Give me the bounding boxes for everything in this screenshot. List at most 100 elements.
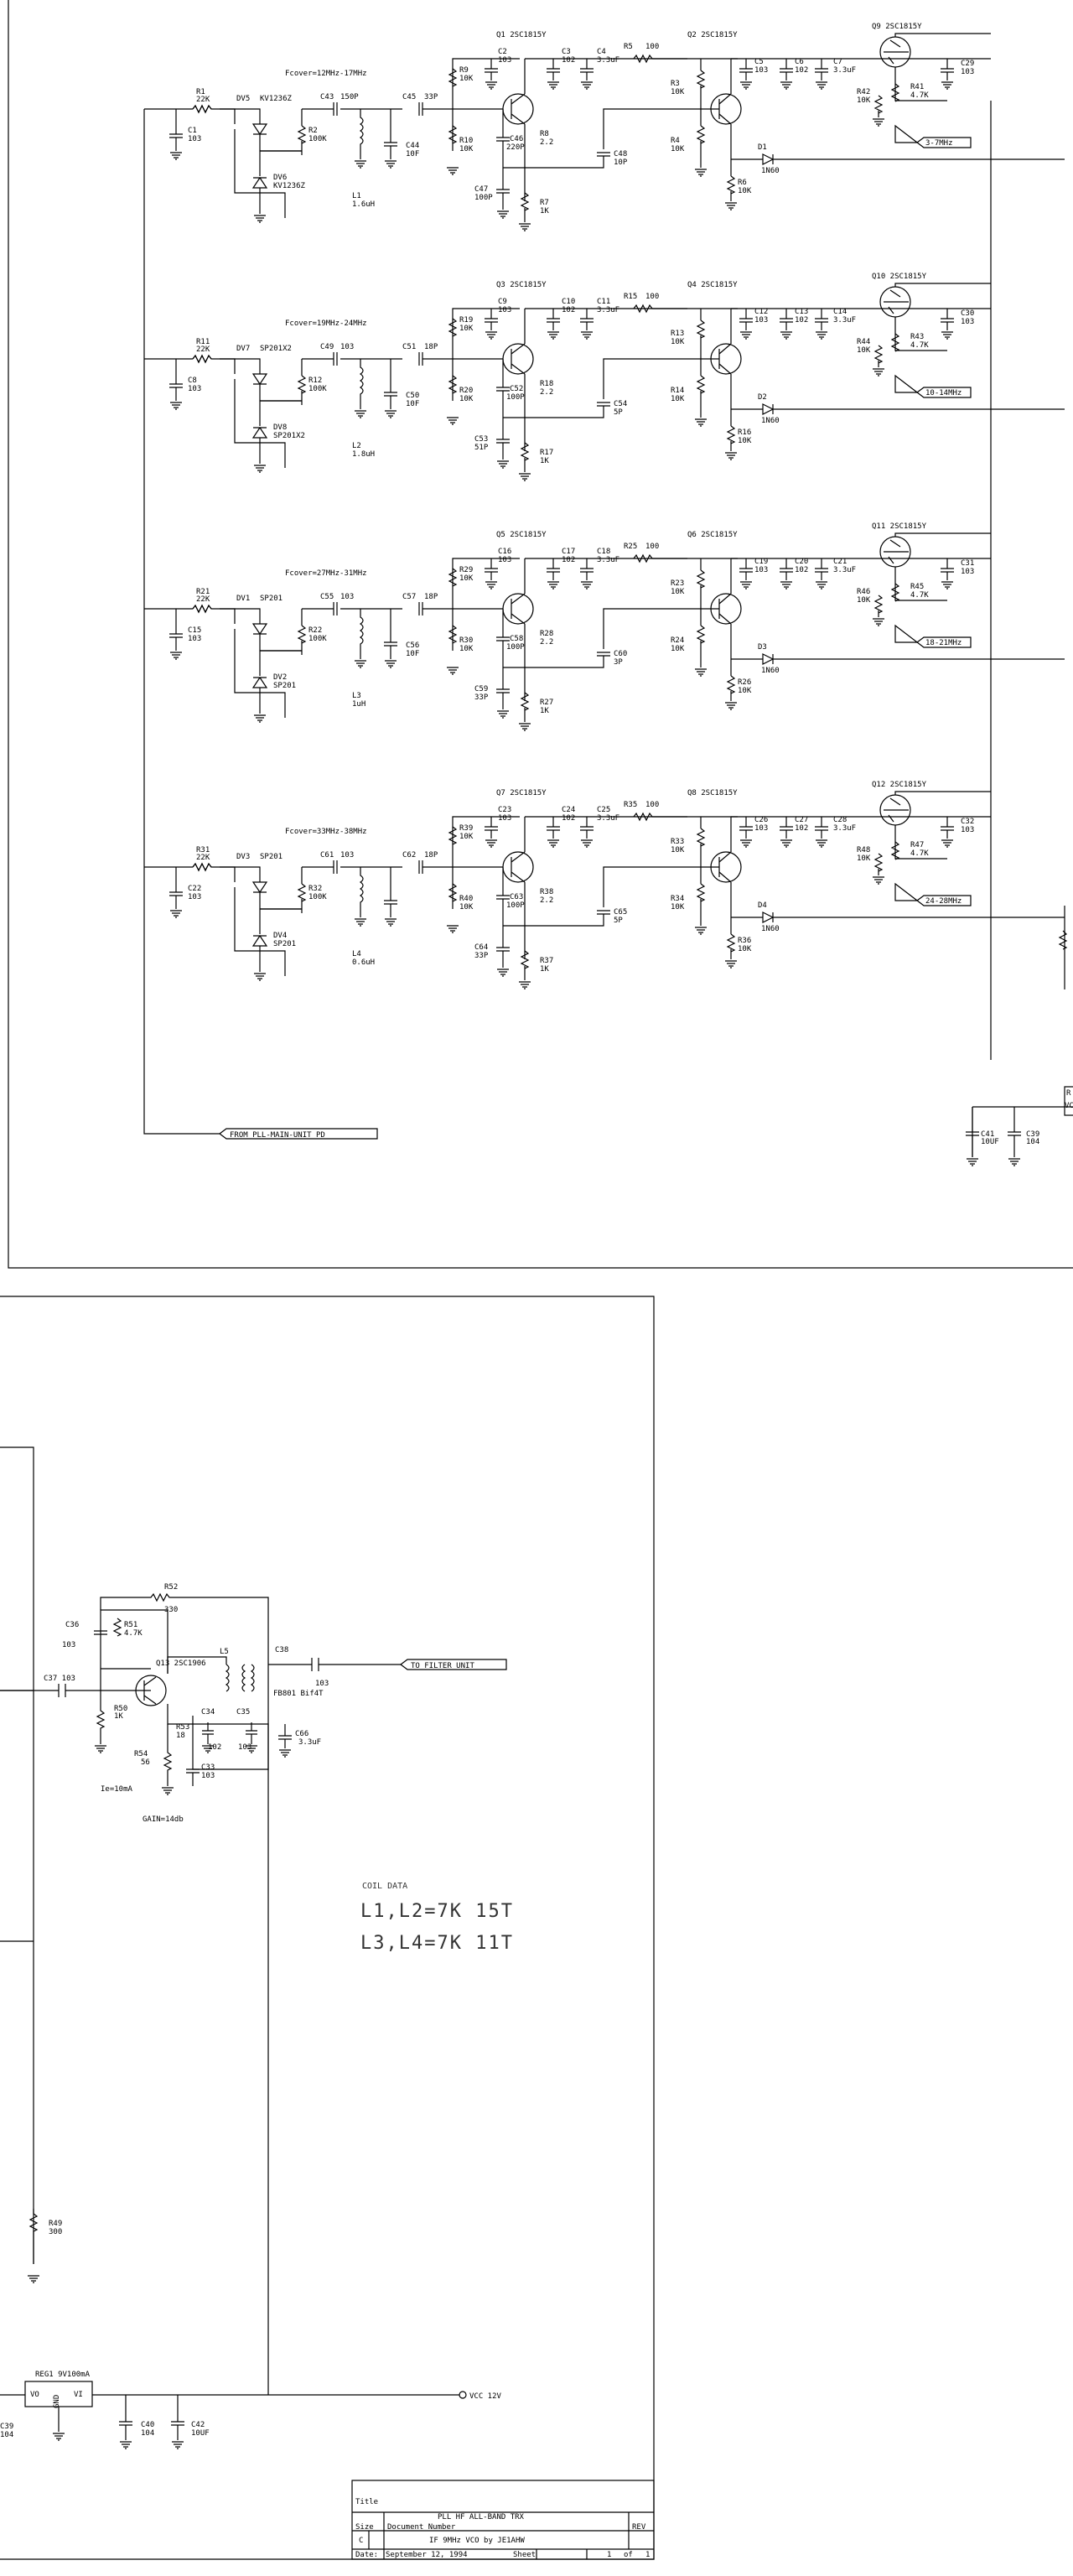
date-text: September 12, 1994 bbox=[386, 2551, 468, 2559]
wire bbox=[726, 659, 736, 701]
bias-resistor-value: 100K bbox=[308, 385, 327, 393]
buffer-c3-value: 3.3uF bbox=[833, 66, 856, 75]
switch-r2-value: 10K bbox=[857, 346, 871, 355]
from-pll-port[interactable]: FROM PLL-MAIN-UNIT PD bbox=[219, 1128, 378, 1140]
buffer-c2-ref: C27 bbox=[795, 816, 808, 824]
svg-text:C38: C38 bbox=[275, 1646, 288, 1654]
decoupling-c2-ref: C3 bbox=[562, 48, 571, 56]
decoupling-c1-value: 103 bbox=[498, 556, 511, 564]
buffer-c3-ref: C21 bbox=[833, 558, 847, 566]
ground-symbol bbox=[169, 402, 183, 410]
varactor-a-value: SP201 bbox=[260, 853, 283, 861]
coupling-cap-value: 10P bbox=[614, 158, 628, 167]
tank-cap-ref: C56 bbox=[406, 641, 419, 650]
coil-data-line1: L1,L2=7K 15T bbox=[360, 1901, 514, 1922]
ground-symbol bbox=[253, 714, 267, 723]
buffer-r1-value: 10K bbox=[671, 588, 685, 596]
buffer-c3-ref: C14 bbox=[833, 308, 847, 316]
wire bbox=[448, 625, 458, 644]
wire bbox=[701, 59, 732, 159]
svg-text:10UF: 10UF bbox=[981, 1138, 999, 1146]
buffer-c2-ref: C13 bbox=[795, 308, 808, 316]
wire bbox=[511, 309, 526, 451]
input-resistor-ref: R1 bbox=[196, 88, 205, 96]
ground-symbol bbox=[815, 581, 828, 589]
wire bbox=[633, 553, 738, 564]
wire bbox=[511, 558, 526, 701]
svg-text:Ie=10mA: Ie=10mA bbox=[101, 1785, 133, 1794]
ground-symbol bbox=[694, 418, 708, 427]
coupling-cap-b-value: 33P bbox=[424, 93, 438, 101]
buffer-r1-value: 10K bbox=[671, 338, 685, 346]
switch-r1-ref: R45 bbox=[910, 583, 924, 591]
varactor-a-ref: DV5 bbox=[236, 95, 250, 103]
ground-symbol bbox=[496, 210, 510, 219]
buffer-c2-ref: C20 bbox=[795, 558, 808, 566]
buffer-r2-value: 10K bbox=[671, 645, 685, 653]
to-filter-port[interactable]: TO FILTER UNIT bbox=[400, 1659, 507, 1670]
document-number: IF 9MHz VCO by JE1AHW bbox=[429, 2537, 525, 2545]
tank-inductor-value: 1.6uH bbox=[352, 200, 375, 209]
svg-text:REV: REV bbox=[632, 2523, 646, 2532]
wire bbox=[894, 882, 972, 906]
output-load-resistor bbox=[1058, 930, 1068, 950]
osc-bias-r2-ref: R10 bbox=[459, 137, 473, 145]
switch-r1-value: 4.7K bbox=[910, 591, 929, 600]
varactor-b-value: SP201 bbox=[273, 940, 296, 948]
input-cap-ref: C1 bbox=[188, 127, 197, 135]
ground-symbol bbox=[780, 81, 793, 90]
feedback-c1-value: 220P bbox=[506, 143, 525, 152]
svg-text:R53: R53 bbox=[176, 1723, 189, 1732]
svg-text:56: 56 bbox=[141, 1758, 150, 1767]
wire bbox=[384, 359, 397, 409]
varactor-b-value: KV1236Z bbox=[273, 182, 306, 190]
buffer-r2-ref: R4 bbox=[671, 137, 680, 145]
vcc-terminal[interactable] bbox=[459, 2391, 467, 2399]
output-r-ref: R36 bbox=[738, 937, 751, 945]
emitter-r2-value: 1K bbox=[540, 965, 549, 974]
decoupling-c2-ref: C10 bbox=[562, 298, 575, 306]
input-cap-value: 103 bbox=[188, 893, 201, 901]
coupling-cap-value: 5P bbox=[614, 917, 623, 925]
switch-r1-ref: R47 bbox=[910, 841, 924, 849]
bias-resistor-value: 100K bbox=[308, 893, 327, 901]
ground-symbol bbox=[739, 331, 753, 340]
input-resistor-ref: R21 bbox=[196, 588, 210, 596]
ground-symbol bbox=[724, 960, 738, 969]
svg-text:C34: C34 bbox=[201, 1708, 215, 1716]
wire bbox=[169, 109, 183, 151]
ground-symbol bbox=[253, 973, 267, 981]
ground-symbol bbox=[780, 331, 793, 340]
wire bbox=[731, 153, 1065, 165]
svg-text:C41: C41 bbox=[981, 1130, 994, 1139]
switch-cap-value: 103 bbox=[961, 318, 974, 326]
svg-text:C66: C66 bbox=[295, 1730, 308, 1738]
coupling-cap-b-value: 18P bbox=[424, 851, 438, 860]
wire bbox=[448, 318, 458, 337]
wire bbox=[144, 604, 286, 718]
ground-symbol bbox=[446, 167, 459, 175]
decoupling-c3-value: 3.3uF bbox=[597, 556, 619, 564]
emitter-r-ref: R8 bbox=[540, 130, 549, 138]
svg-text:REG1 9V100mA: REG1 9V100mA bbox=[35, 2371, 91, 2379]
wire bbox=[220, 108, 268, 214]
svg-text:Date:: Date: bbox=[355, 2551, 378, 2559]
varactor-a-ref: DV1 bbox=[236, 595, 250, 603]
ground-symbol bbox=[446, 667, 459, 675]
svg-text:C35: C35 bbox=[236, 1708, 250, 1716]
coupling-cap-ref: C65 bbox=[614, 908, 627, 917]
coupling-cap-b-ref: C45 bbox=[402, 93, 416, 101]
output-r-value: 10K bbox=[738, 437, 752, 445]
decoupling-c3-value: 3.3uF bbox=[597, 814, 619, 823]
q13-transistor bbox=[135, 1675, 167, 1706]
svg-text:Title: Title bbox=[355, 2498, 378, 2506]
wire bbox=[511, 817, 526, 959]
wire bbox=[260, 609, 307, 655]
svg-text:L5: L5 bbox=[220, 1648, 229, 1656]
ground-symbol bbox=[872, 118, 885, 127]
series-r-ref: R25 bbox=[624, 543, 637, 551]
osc-bias-r1-value: 10K bbox=[459, 75, 474, 83]
wire bbox=[633, 54, 738, 64]
varactor-a-ref: DV7 bbox=[236, 345, 250, 353]
